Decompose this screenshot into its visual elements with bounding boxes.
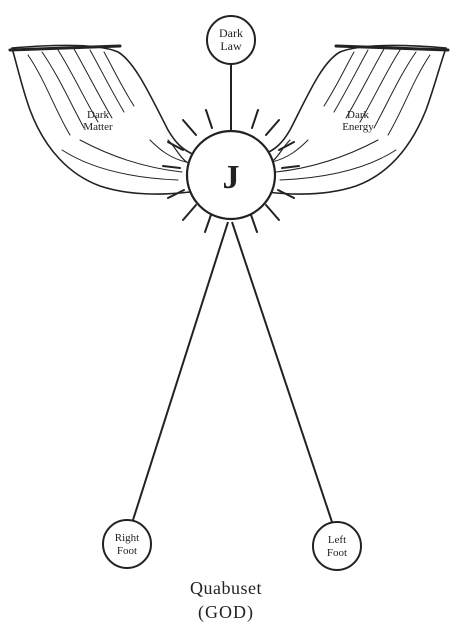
right-wing-label-line1: Dark: [347, 109, 369, 121]
center-label: J: [223, 159, 240, 196]
caption-name: Quabuset: [0, 578, 452, 599]
right-foot-node: Right Foot: [103, 520, 151, 568]
dark-law-node: Dark Law: [207, 16, 255, 64]
right-foot-circle: [103, 520, 151, 568]
right-wing-label-line2: Energy: [342, 121, 374, 133]
left-foot-circle: [313, 522, 361, 570]
right-foot-leg: [133, 222, 228, 520]
dark-law-label-line1: Dark: [219, 26, 243, 40]
right-foot-label-line2: Foot: [117, 545, 137, 557]
center-node: J: [187, 131, 275, 219]
left-foot-leg: [232, 222, 332, 522]
left-foot-node: Left Foot: [313, 522, 361, 570]
right-foot-label-line1: Right: [115, 532, 139, 544]
left-foot-label-line1: Left: [328, 534, 346, 546]
left-wing-label-line2: Matter: [83, 121, 113, 133]
left-wing-label-line1: Dark: [87, 109, 109, 121]
left-foot-label-line2: Foot: [327, 547, 347, 559]
caption-subtitle: (GOD): [0, 602, 452, 623]
dark-law-label-line2: Law: [220, 39, 242, 53]
